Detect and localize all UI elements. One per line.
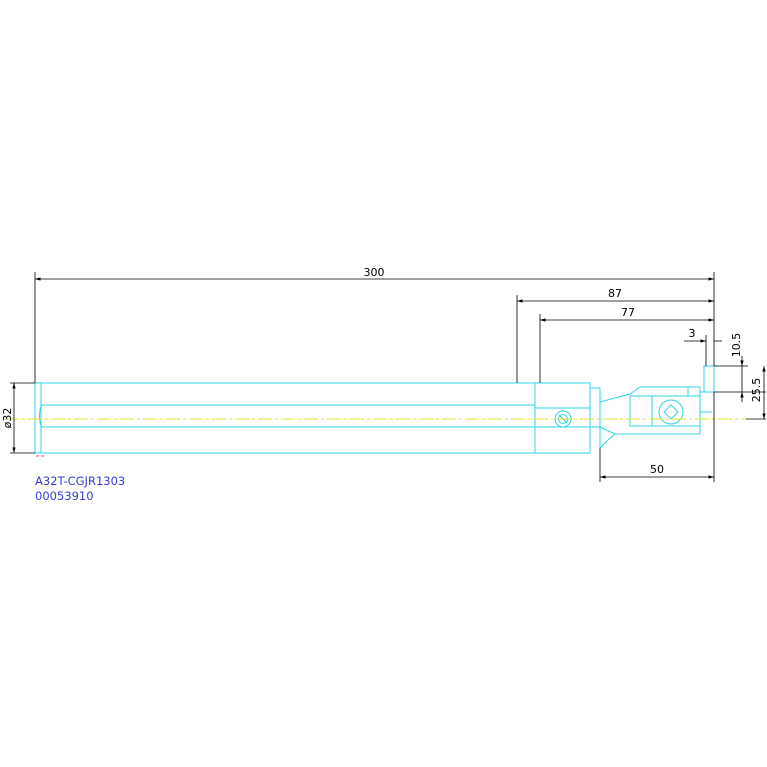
clamp-block <box>534 382 591 454</box>
part-number: 00053910 <box>35 489 94 503</box>
insert-screw-icon <box>658 399 684 425</box>
part-code: A32T-CGJR1303 <box>35 474 125 488</box>
shank-body <box>34 382 535 454</box>
dim-overall-length: 300 <box>34 266 715 383</box>
dim-heights: 10.5 25.5 <box>714 333 766 420</box>
part-label: A32T-CGJR1303 00053910 <box>35 474 125 503</box>
cutting-insert <box>703 365 715 393</box>
dim-head-reach-label: 50 <box>650 463 664 476</box>
dim-offset-small-label: 3 <box>689 327 696 340</box>
tool-head <box>629 386 712 435</box>
dim-shank-diameter-label: ø32 <box>1 408 14 429</box>
dim-head-length-b: 77 <box>539 306 714 383</box>
dim-head-reach: 50 <box>599 392 715 482</box>
dim-height-large-label: 25.5 <box>750 378 763 403</box>
dim-head-length-b-label: 77 <box>621 306 635 319</box>
dim-overall-length-label: 300 <box>364 266 385 279</box>
dim-height-small-label: 10.5 <box>730 333 743 358</box>
dim-head-length-a: 87 <box>516 287 714 383</box>
dimension-lines: 300 87 77 3 10.5 <box>1 266 766 482</box>
dim-head-length-a-label: 87 <box>608 287 622 300</box>
tool-outline <box>34 365 715 454</box>
dim-shank-diameter: ø32 <box>1 382 35 454</box>
dim-offset-small: 3 <box>684 327 722 366</box>
